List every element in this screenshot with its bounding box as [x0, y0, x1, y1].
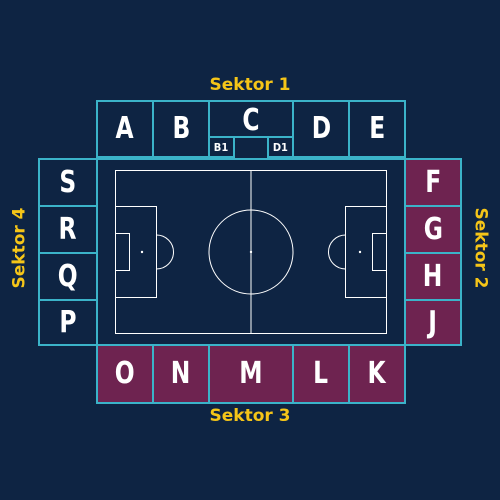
block-l[interactable]: L [292, 344, 350, 404]
football-pitch [96, 158, 406, 346]
block-c[interactable]: C [208, 100, 294, 138]
block-f[interactable]: F [404, 158, 462, 207]
sector-1-label: Sektor 1 [209, 75, 291, 95]
sector-3-label: Sektor 3 [209, 406, 291, 426]
sector-2-label: Sektor 2 [470, 207, 491, 289]
block-q[interactable]: Q [38, 252, 98, 301]
right-goal-area [372, 233, 387, 271]
right-penalty-spot [358, 250, 362, 254]
block-b[interactable]: B [152, 100, 210, 158]
center-circle [208, 209, 294, 295]
left-penalty-area [115, 206, 157, 298]
block-d1[interactable]: D1 [267, 136, 294, 158]
sector-4-label: Sektor 4 [9, 207, 30, 289]
block-b1[interactable]: B1 [208, 136, 235, 158]
block-e[interactable]: E [348, 100, 406, 158]
pitch-markings [115, 170, 387, 334]
block-h[interactable]: H [404, 252, 462, 301]
block-d[interactable]: D [292, 100, 350, 158]
right-penalty-arc [328, 234, 346, 270]
center-spot [249, 250, 253, 254]
left-penalty-spot [140, 250, 144, 254]
left-goal-area [115, 233, 130, 271]
block-p[interactable]: P [38, 299, 98, 346]
block-g[interactable]: G [404, 205, 462, 254]
block-n[interactable]: N [152, 344, 210, 404]
block-r[interactable]: R [38, 205, 98, 254]
block-s[interactable]: S [38, 158, 98, 207]
right-penalty-area [345, 206, 387, 298]
block-k[interactable]: K [348, 344, 406, 404]
block-m[interactable]: M [208, 344, 294, 404]
block-j[interactable]: J [404, 299, 462, 346]
left-penalty-arc [156, 234, 174, 270]
block-a[interactable]: A [96, 100, 154, 158]
block-o[interactable]: O [96, 344, 154, 404]
